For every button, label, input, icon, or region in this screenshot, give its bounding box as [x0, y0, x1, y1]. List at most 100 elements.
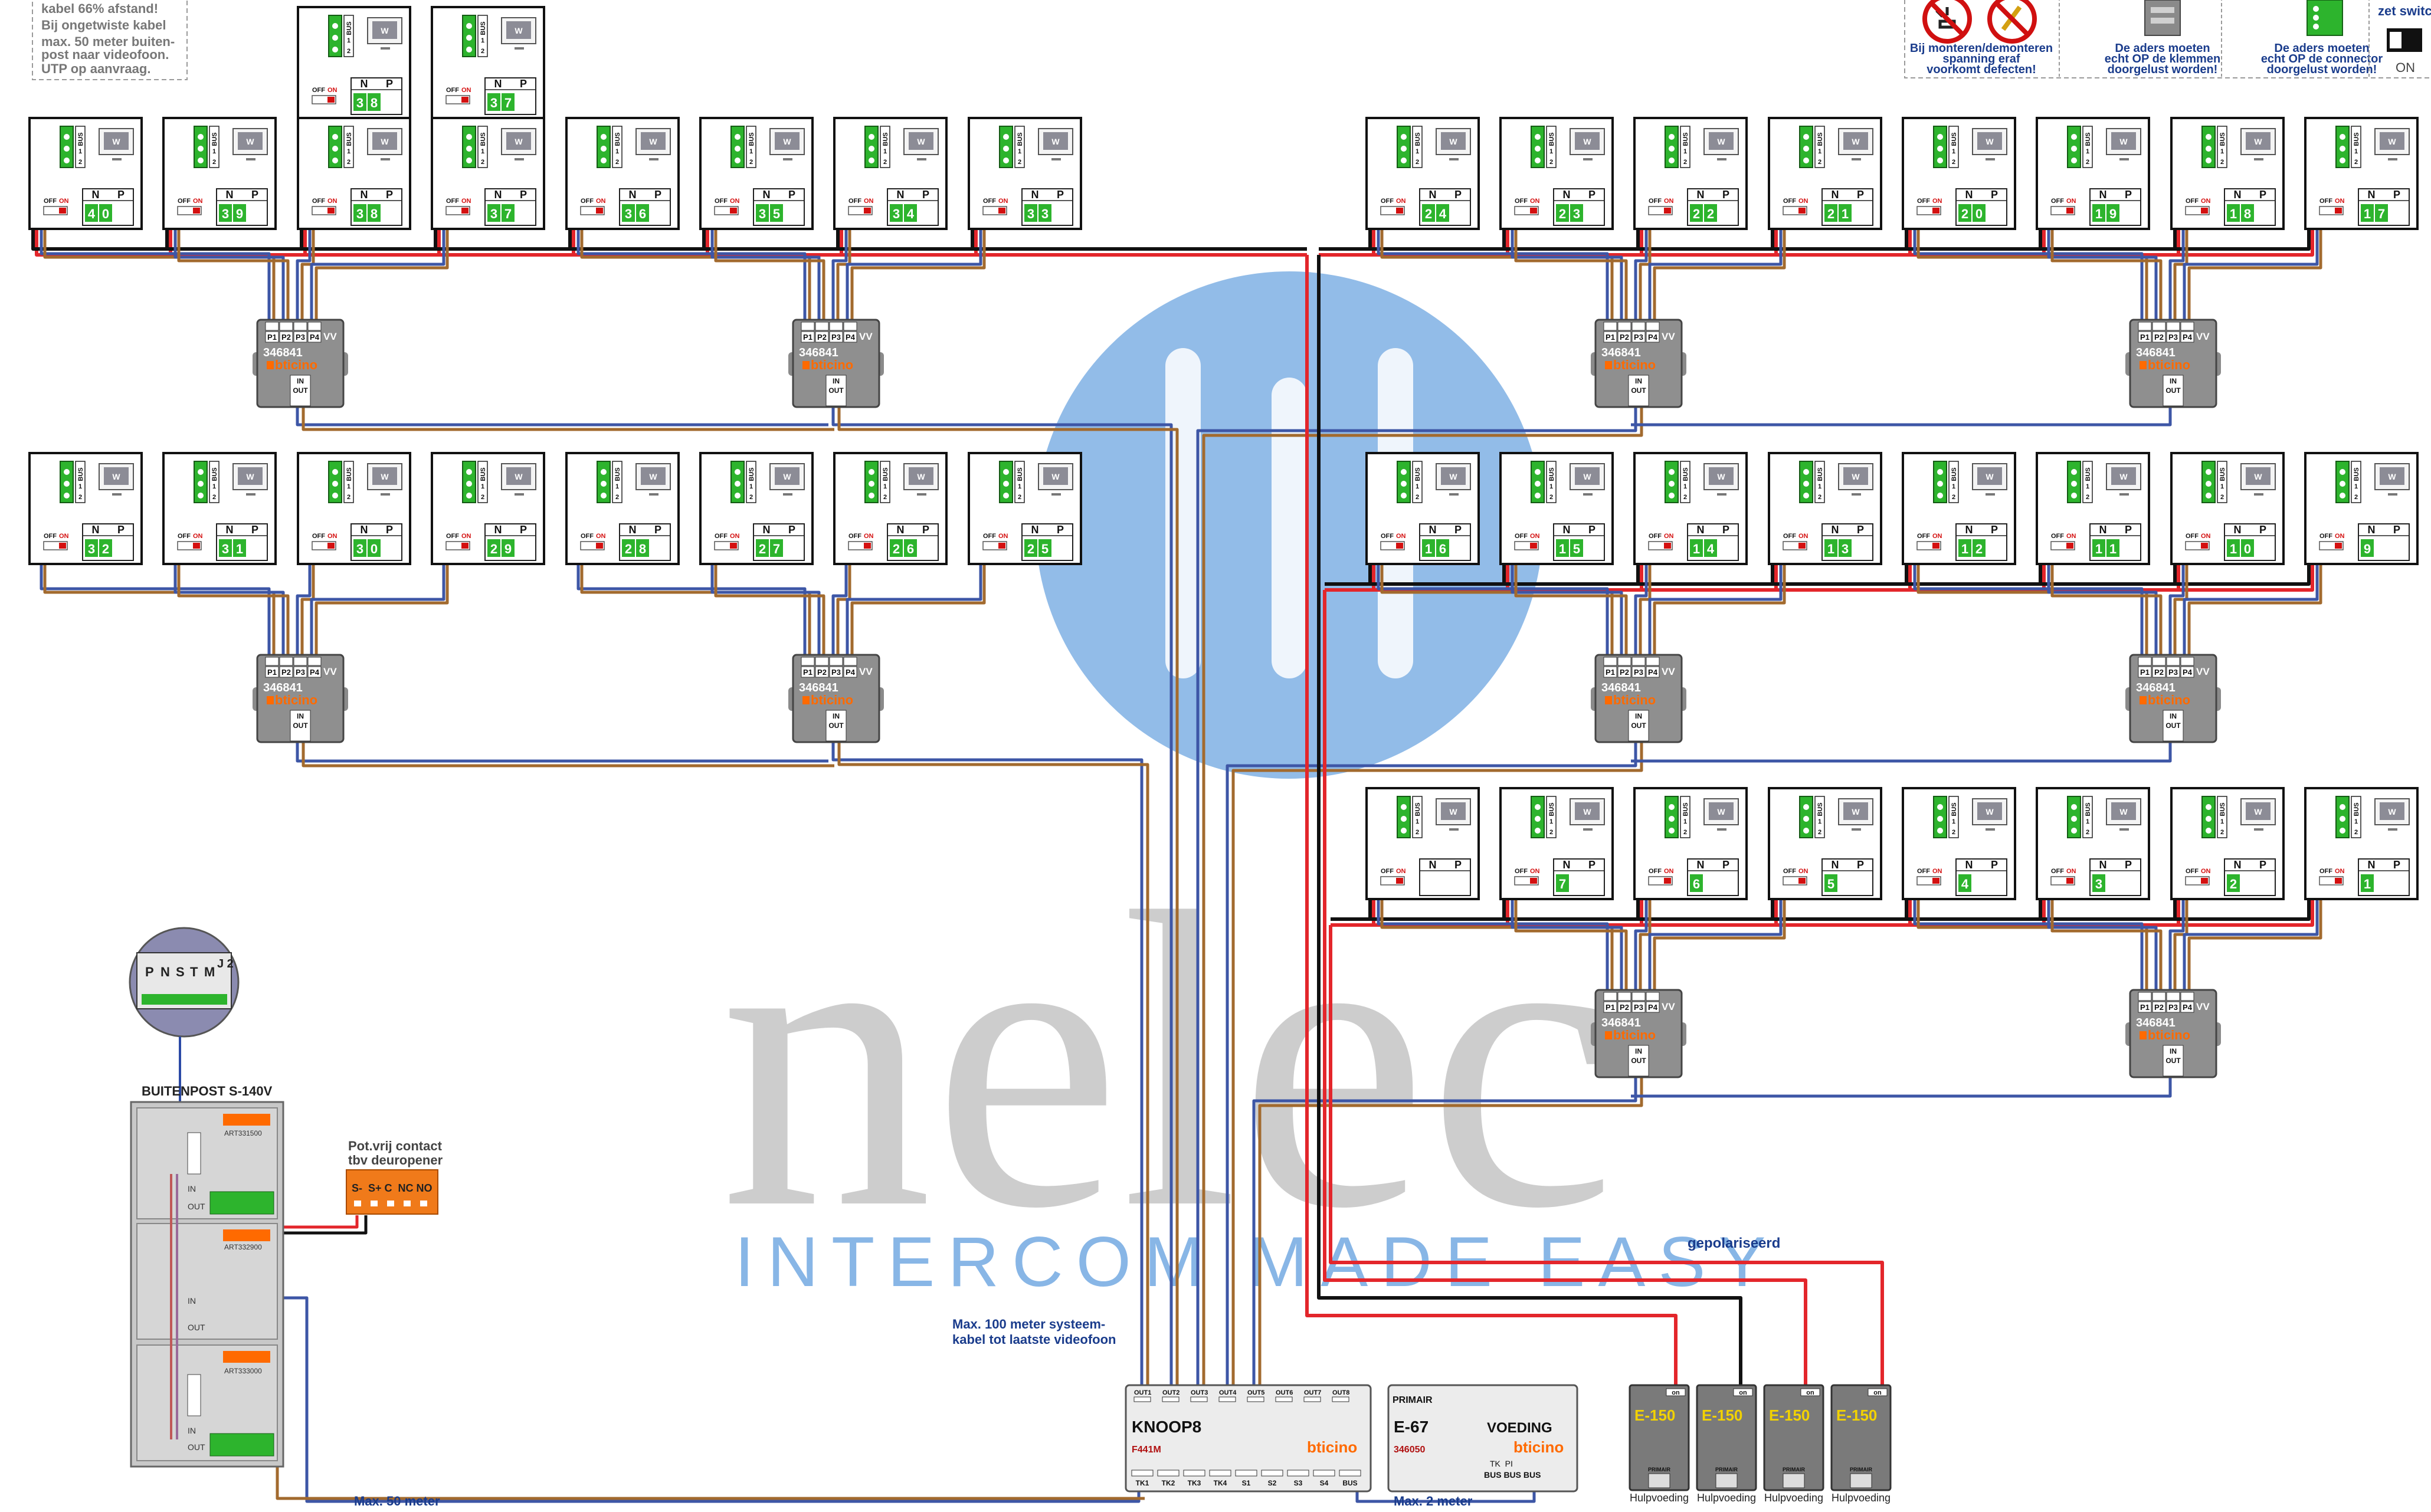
terminal-screw — [198, 158, 204, 163]
knoop8-input-label: S2 — [1268, 1479, 1277, 1487]
terminal-screw — [601, 158, 607, 163]
videophone-switch-knob — [1798, 543, 1806, 549]
terminal-screw — [198, 469, 204, 475]
psu-label: E-150 — [1769, 1406, 1810, 1424]
videophone-screen-display — [1709, 132, 1734, 150]
videophone-switch-knob — [2201, 878, 2208, 884]
videophone-p-label: P — [2259, 524, 2266, 536]
videophone-terminal-2: 2 — [2220, 494, 2224, 501]
videophone-switch-knob — [2201, 543, 2208, 549]
videophone-switch-knob — [730, 543, 737, 549]
address-digit: 5 — [1573, 542, 1580, 556]
videophone-switch-knob — [2066, 543, 2073, 549]
videophone-n-label: N — [1563, 524, 1571, 536]
videophone-screen-stand — [1986, 493, 1995, 496]
address-digit-box — [1038, 204, 1051, 222]
videophone-p-label: P — [1588, 524, 1595, 536]
voeding-body — [1387, 1384, 1578, 1493]
videophone-bus-text: BUS — [2219, 467, 2226, 481]
distributor-port-screw — [279, 322, 293, 331]
terminal-screw — [2340, 481, 2345, 487]
videophone-bus-text: BUS — [1414, 467, 1421, 481]
videophone-bus-text: BUS — [1548, 467, 1555, 481]
terminal-screw — [2071, 493, 2077, 498]
terminal-screw — [735, 134, 741, 140]
terminal-screw — [1937, 469, 1943, 475]
videophone-bus-text: BUS — [882, 132, 889, 146]
distributor-port-screw — [2138, 657, 2152, 666]
terminal-screw — [466, 481, 472, 487]
videophone-screen-letter: W — [1449, 137, 1457, 146]
videophone-n-label: N — [1031, 189, 1039, 201]
videophone-n-label: N — [2368, 859, 2376, 871]
distributor-port-screw — [2152, 322, 2166, 331]
videophone-terminal-1: 1 — [2086, 483, 2089, 490]
psu-primair: PRIMAIR — [1715, 1467, 1738, 1472]
address-digit-box — [1422, 539, 1435, 557]
videophone-screen-stand — [1717, 158, 1726, 160]
terminal-screw — [1003, 134, 1009, 140]
trunk-wire-blue — [1631, 1077, 2172, 1098]
terminal-screw — [735, 493, 741, 498]
distributor-port-label: P1 — [1606, 668, 1615, 677]
address-digit-box — [1556, 874, 1569, 892]
address-digit-box — [622, 204, 635, 222]
warning-3-line-3: doorgelust worden! — [2267, 63, 2377, 76]
distributor-port-label-box — [2180, 666, 2194, 678]
terminal-screw — [198, 481, 204, 487]
trunk-wire-brown — [1258, 1077, 1643, 1386]
terminal-screw — [64, 469, 70, 475]
videophone-off-label: OFF — [2051, 868, 2064, 875]
psu-switch — [1666, 1388, 1686, 1396]
address-digit-box — [85, 204, 98, 222]
address-digit-box — [1690, 874, 1703, 892]
videophone-p-label: P — [386, 524, 393, 536]
videophone-screen-stand — [649, 158, 658, 160]
videophone-screen-display — [1709, 467, 1734, 485]
distributor-port-label: P2 — [817, 333, 827, 342]
module-3-in: IN — [188, 1426, 196, 1435]
address-digit: 6 — [639, 206, 646, 221]
videophone-terminal-1: 1 — [1683, 818, 1687, 825]
terminal-screw — [1803, 804, 1809, 810]
videophone-bus-label-box — [343, 126, 354, 168]
outdoor-module-1: ART331500 IN OUT — [136, 1107, 278, 1219]
videophone-screen-letter: W — [1583, 137, 1591, 146]
distributor-model: 346841 — [1601, 346, 1641, 359]
distributor-port-label-box — [1617, 1001, 1631, 1013]
distributor-port-screw — [2138, 322, 2152, 331]
videophone-terminal-1: 1 — [749, 483, 753, 490]
videophone-screen-display — [1575, 132, 1600, 150]
address-digit: 1 — [2364, 206, 2371, 221]
address-digit: 2 — [1707, 206, 1714, 221]
knoop8-input-screw — [1157, 1470, 1180, 1477]
distributor-port-label-box — [265, 331, 279, 343]
distributor-port-screw — [307, 322, 322, 331]
distributor-port-screw — [2152, 657, 2166, 666]
videophone-screen-display — [2380, 802, 2404, 820]
voeding-code: 346050 — [1394, 1445, 1425, 1455]
terminal-screw — [198, 493, 204, 498]
videophone-screen-display — [506, 132, 531, 150]
knoop8-input-screw — [1313, 1470, 1335, 1477]
videophone-n-label: N — [1563, 189, 1571, 201]
address-digit: 1 — [2230, 542, 2237, 556]
videophone-n-label: N — [763, 189, 771, 201]
distributor-port-screw — [279, 657, 293, 666]
videophone-terminal-2: 2 — [883, 494, 887, 501]
videophone-screen-letter: W — [1852, 472, 1860, 481]
distributor-port-label: P1 — [1606, 333, 1615, 342]
videophone-screen-stand — [515, 493, 524, 496]
terminal-screw — [1535, 493, 1541, 498]
address-digit: 8 — [2244, 206, 2251, 221]
address-digit-box — [770, 204, 783, 222]
videophone-bus-label-box — [1412, 461, 1423, 503]
relay-title-1: Pot.vrij contact — [348, 1139, 443, 1153]
videophone-terminal-2: 2 — [1818, 494, 1821, 501]
distributor-port-label-box — [801, 666, 815, 678]
videophone-on-label: ON — [2335, 198, 2345, 205]
